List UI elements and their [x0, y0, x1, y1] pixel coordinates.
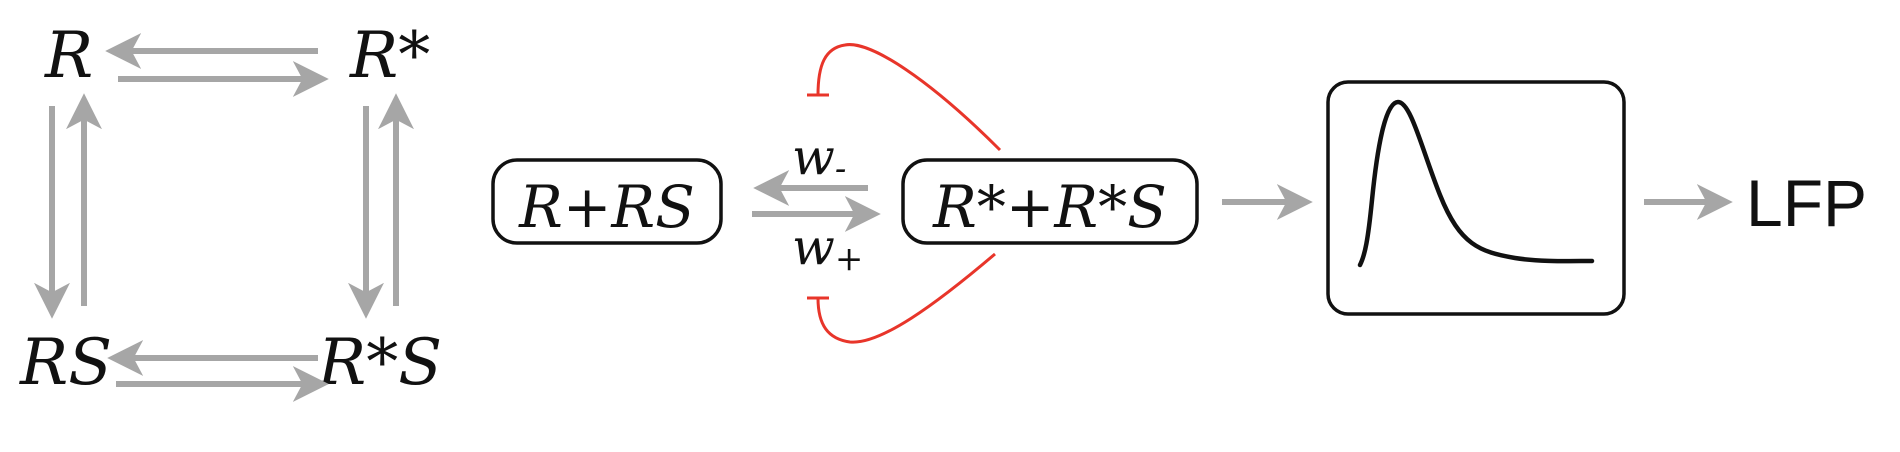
inactive-box-label: R+RS	[518, 173, 695, 241]
state-rs: RS	[19, 326, 112, 400]
inactive-box	[491, 158, 723, 245]
inhibition-arc-bottom	[816, 252, 996, 344]
rate-plus-label: w+	[792, 218, 863, 279]
lumped-scheme: R+RS R*+R*S w- w+	[491, 43, 1199, 344]
active-box	[901, 158, 1199, 245]
four-state-cycle: R R* RS R*S	[19, 19, 442, 402]
peaked-response-curve-icon	[1357, 99, 1595, 268]
state-r: R	[44, 19, 93, 93]
state-r-star-s: R*S	[317, 326, 442, 400]
rate-minus-label: w-	[792, 128, 846, 189]
output-label: LFP	[1746, 166, 1867, 240]
output-stage: LFP	[1222, 80, 1867, 316]
active-box-label: R*+R*S	[932, 173, 1167, 241]
inhibition-arc-top	[816, 43, 1002, 152]
state-r-star: R*	[349, 19, 430, 93]
response-kernel-box	[1326, 80, 1626, 316]
